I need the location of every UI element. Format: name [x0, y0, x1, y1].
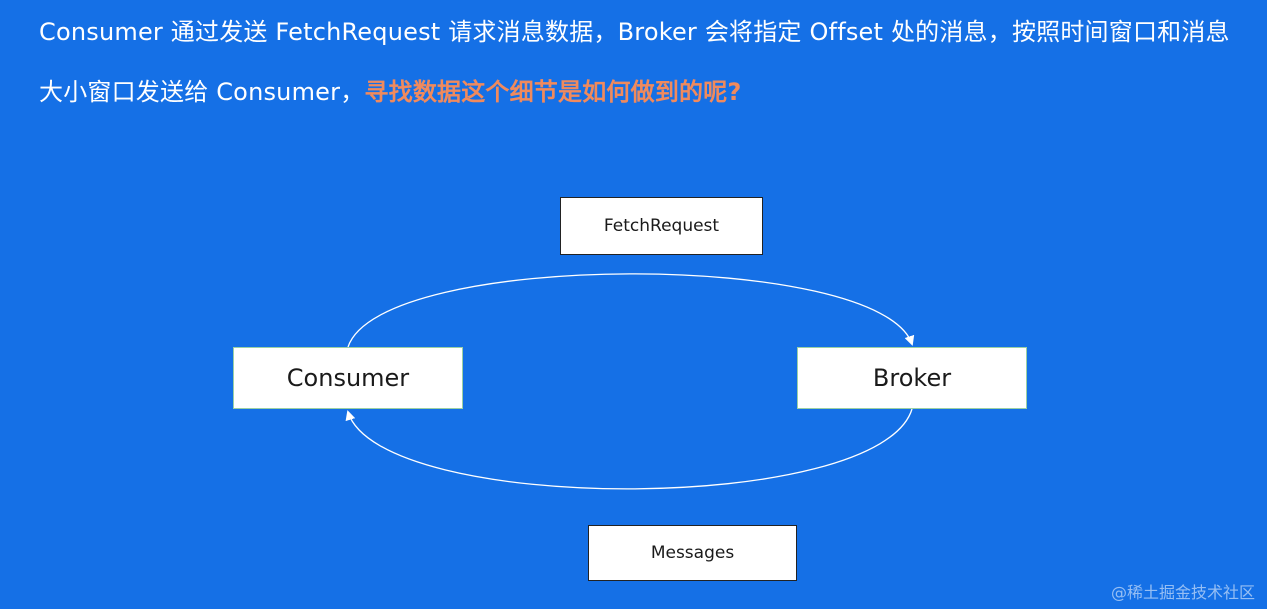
request-arc: [347, 273, 915, 348]
messages-label-box: Messages: [588, 525, 797, 581]
intro-line-2-text: 大小窗口发送给 Consumer，: [39, 78, 365, 106]
consumer-node-label: Consumer: [286, 364, 410, 392]
messages-label: Messages: [650, 543, 735, 563]
fetch-request-label-box: FetchRequest: [560, 197, 763, 255]
response-arc: [345, 408, 913, 490]
broker-node: Broker: [797, 347, 1027, 409]
fetch-request-label: FetchRequest: [603, 216, 720, 236]
intro-line-1: Consumer 通过发送 FetchRequest 请求消息数据，Broker…: [39, 18, 1230, 46]
intro-question-highlight: 寻找数据这个细节是如何做到的呢?: [364, 78, 742, 106]
watermark: @稀土掘金技术社区: [1110, 583, 1255, 602]
broker-node-label: Broker: [872, 364, 952, 392]
consumer-node: Consumer: [233, 347, 463, 409]
intro-line-2: 大小窗口发送给 Consumer，寻找数据这个细节是如何做到的呢?: [39, 72, 742, 107]
